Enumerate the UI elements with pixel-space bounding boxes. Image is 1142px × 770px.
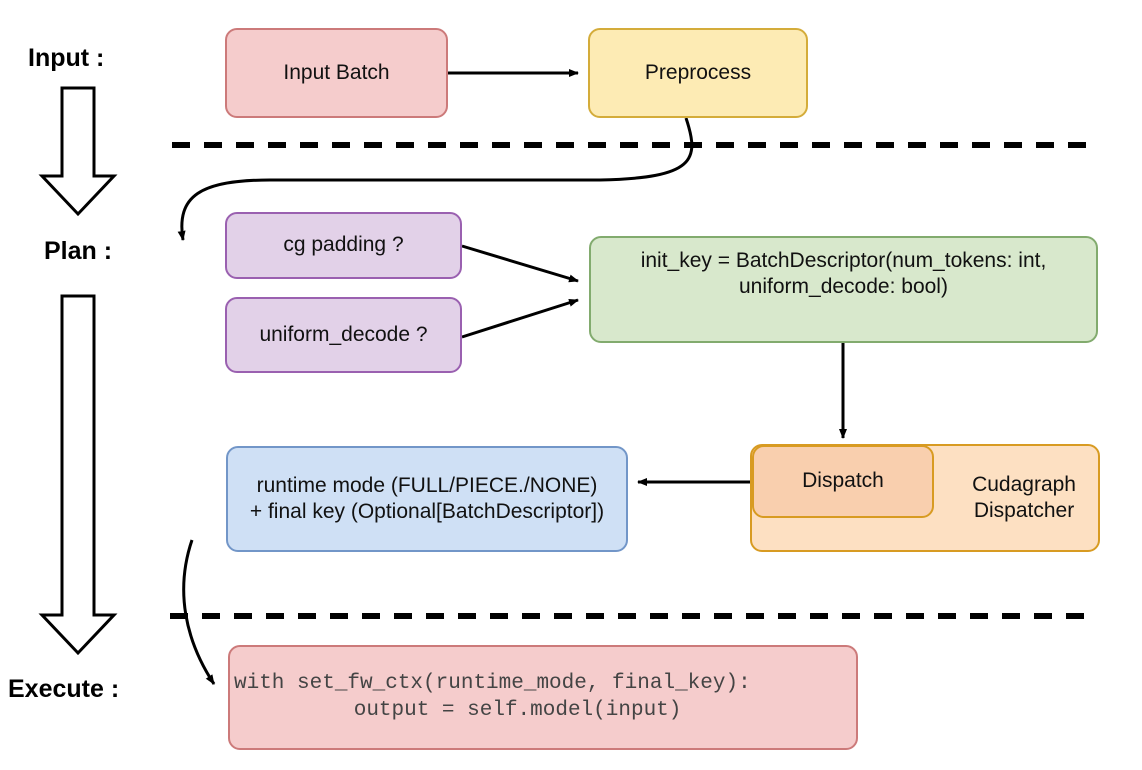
stage-arrow-plan-to-execute — [38, 294, 118, 656]
node-input-batch[interactable]: Input Batch — [225, 28, 448, 118]
node-dispatch[interactable]: Dispatch — [752, 445, 934, 518]
node-cg-padding[interactable]: cg padding ? — [225, 212, 462, 279]
stage-arrow-input-to-plan — [38, 86, 118, 217]
connector-uniform-decode-to-init-key — [461, 298, 579, 339]
stage-label-execute: Execute : — [8, 675, 120, 703]
node-preprocess[interactable]: Preprocess — [588, 28, 808, 118]
node-init-key[interactable]: init_key = BatchDescriptor(num_tokens: i… — [589, 236, 1098, 343]
node-uniform-decode[interactable]: uniform_decode ? — [225, 297, 462, 373]
node-execute-code[interactable]: with set_fw_ctx(runtime_mode, final_key)… — [228, 645, 858, 750]
connector-runtime-mode-to-execute-code — [182, 539, 216, 685]
stage-label-input: Input : — [28, 44, 105, 72]
connector-cg-padding-to-init-key — [461, 244, 579, 283]
node-runtime-mode[interactable]: runtime mode (FULL/PIECE./NONE) + final … — [226, 446, 628, 552]
stage-label-plan: Plan : — [44, 237, 113, 265]
